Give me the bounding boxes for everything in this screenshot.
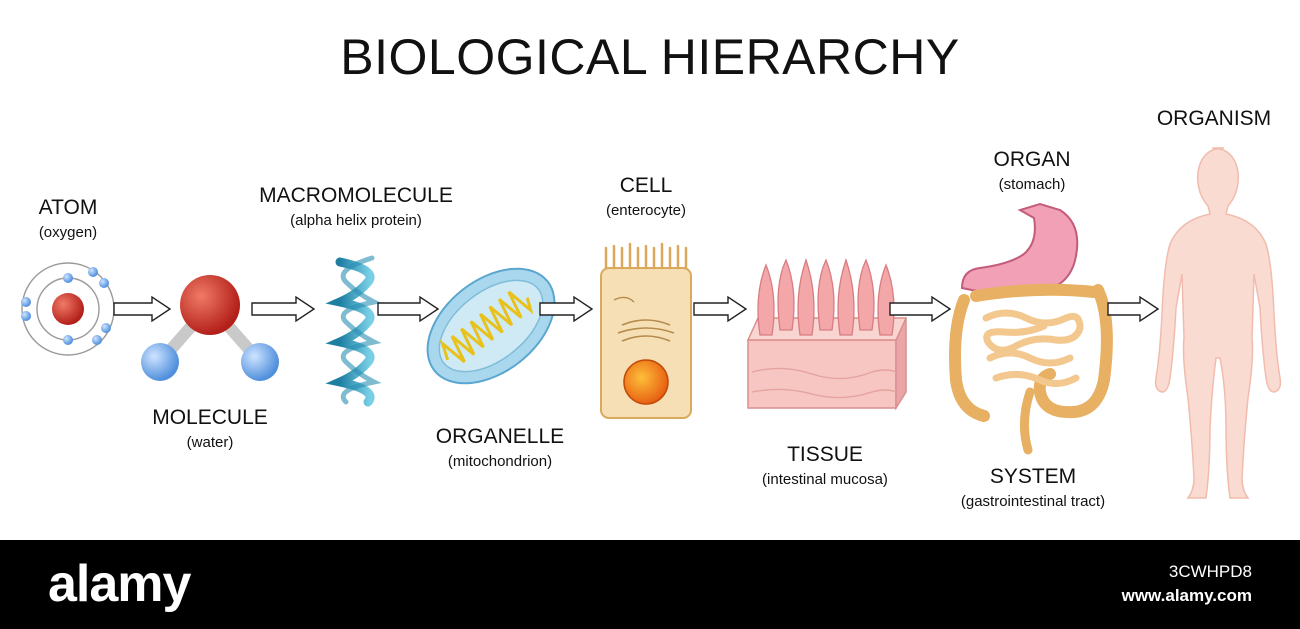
diagram-title: BIOLOGICAL HIERARCHY — [340, 29, 960, 85]
atom-illustration — [21, 262, 115, 356]
watermark-footer: alamy 3CWHPD8 www.alamy.com — [0, 540, 1300, 629]
enterocyte-illustration — [600, 242, 692, 419]
arrow-tissue-to-system — [889, 295, 952, 323]
arrow-organelle-to-cell — [539, 295, 594, 323]
arrow-molecule-to-macromolecule — [251, 295, 316, 323]
level-name: ORGANISM — [1156, 107, 1272, 130]
diagram: BIOLOGICAL HIERARCHY ATOM (oxygen) MOLEC… — [8, 29, 1286, 512]
image-code: 3CWHPD8 — [1168, 562, 1252, 581]
alpha-helix-illustration — [325, 255, 382, 407]
level-name: CELL — [619, 174, 673, 197]
label-organelle: ORGANELLE (mitochondrion) — [410, 425, 590, 472]
alamy-logo[interactable]: alamy — [48, 555, 191, 613]
label-system: SYSTEM (gastrointestinal tract) — [940, 465, 1126, 512]
arrow-cell-to-tissue — [693, 295, 748, 323]
label-macromolecule: MACROMOLECULE (alpha helix protein) — [236, 184, 476, 231]
level-name: ORGAN — [993, 148, 1071, 171]
label-atom: ATOM (oxygen) — [8, 196, 128, 243]
level-example: (water) — [186, 434, 234, 451]
label-organ: ORGAN (stomach) — [962, 148, 1102, 195]
arrow-macromolecule-to-organelle — [377, 295, 440, 323]
label-tissue: TISSUE (intestinal mucosa) — [740, 443, 910, 490]
intestinal-mucosa-illustration — [746, 257, 908, 411]
level-name: MOLECULE — [152, 406, 268, 429]
site-url[interactable]: www.alamy.com — [1121, 586, 1252, 605]
human-body-illustration — [1154, 147, 1282, 499]
arrow-system-to-organism — [1107, 295, 1160, 323]
label-organism: ORGANISM — [1142, 107, 1286, 131]
level-example: (alpha helix protein) — [290, 212, 422, 229]
level-example: (oxygen) — [38, 224, 98, 241]
level-name: TISSUE — [787, 443, 863, 466]
arrow-atom-to-molecule — [113, 295, 172, 323]
label-cell: CELL (enterocyte) — [576, 174, 716, 221]
label-molecule: MOLECULE (water) — [130, 406, 290, 453]
level-name: ATOM — [38, 196, 98, 219]
level-name: ORGANELLE — [435, 425, 565, 448]
water-molecule-illustration — [141, 275, 279, 381]
mitochondrion-illustration — [426, 267, 556, 385]
stomach-illustration — [960, 202, 1079, 295]
level-example: (intestinal mucosa) — [762, 471, 888, 488]
level-example: (gastrointestinal tract) — [960, 493, 1106, 510]
level-name: SYSTEM — [989, 465, 1077, 488]
diagram-art — [21, 147, 1282, 499]
level-example: (stomach) — [998, 176, 1066, 193]
level-example: (mitochondrion) — [447, 453, 553, 470]
gastrointestinal-tract-illustration — [949, 202, 1113, 455]
level-name: MACROMOLECULE — [259, 184, 453, 207]
level-example: (enterocyte) — [605, 202, 687, 219]
arrows — [113, 295, 1160, 323]
